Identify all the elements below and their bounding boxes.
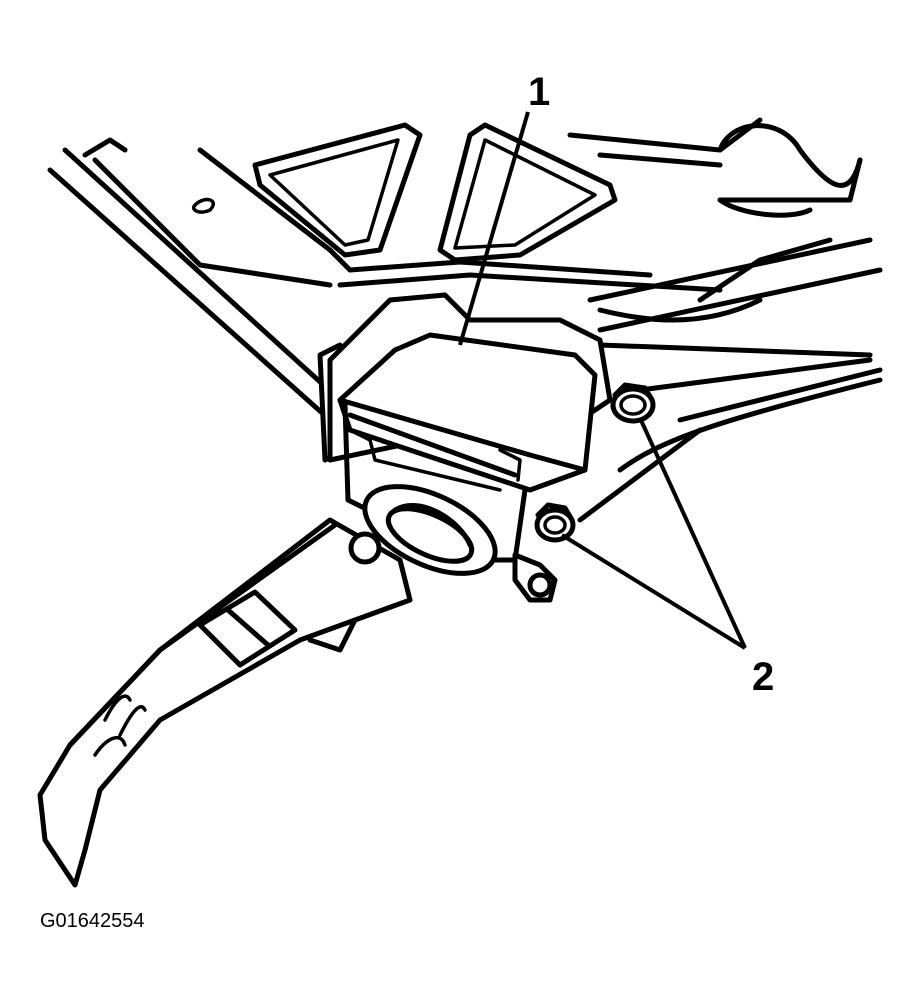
leader-line-2b	[560, 533, 747, 650]
fasteners	[534, 382, 656, 543]
callout-1-label: 1	[528, 70, 550, 114]
upper-bolt	[610, 382, 656, 424]
lower-bolt	[534, 502, 576, 543]
floor-pan	[47, 117, 883, 523]
leader-line-1	[458, 111, 530, 346]
leader-line-2a	[638, 417, 747, 649]
callout-2-label: 2	[752, 655, 774, 699]
retractor-housing	[337, 332, 598, 603]
seat-belt-webbing	[37, 517, 413, 888]
leader-lines	[458, 111, 747, 650]
figure-id: G01642554	[40, 910, 145, 932]
